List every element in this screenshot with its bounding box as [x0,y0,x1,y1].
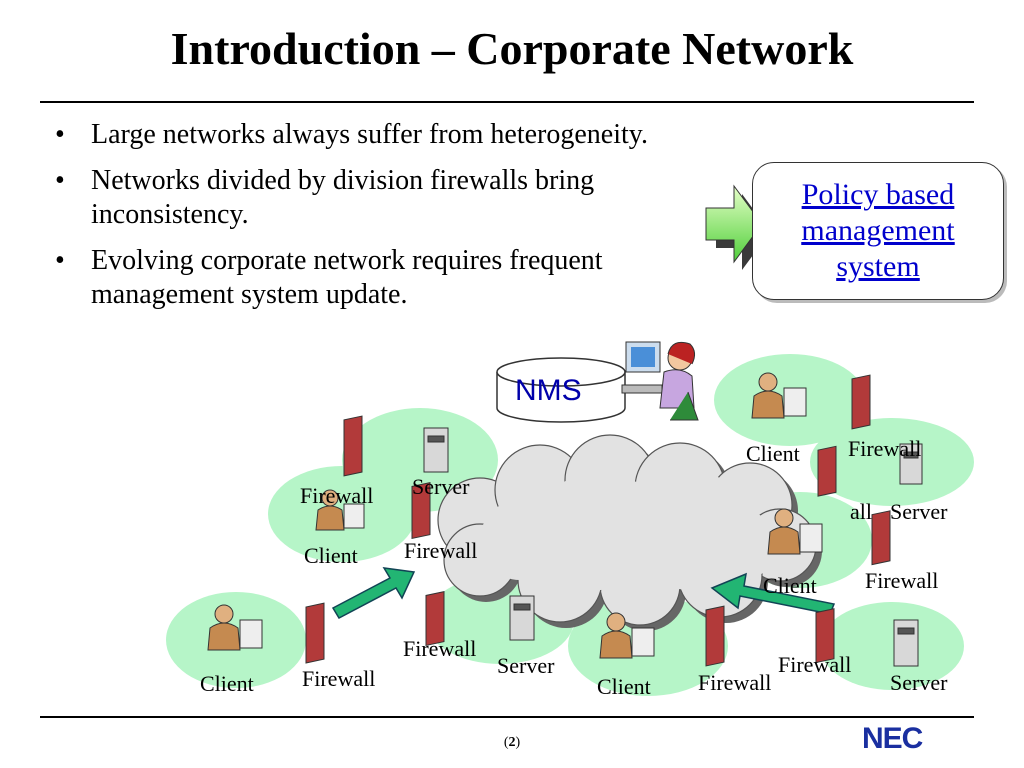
client-icon [767,508,823,555]
firewall-label: Firewall [778,652,852,677]
firewall-icon [817,445,837,497]
bullet-item: Networks divided by division firewalls b… [55,164,725,232]
bullet-list: Large networks always suffer from hetero… [55,118,725,324]
server-label: Server [890,670,948,695]
client-icon [751,372,807,419]
policy-management-link[interactable]: Policy based management system [763,177,993,285]
policy-line: management [801,214,955,247]
lan-to-cloud-arrow-icon [331,567,416,619]
server-icon [893,619,919,667]
server-icon [509,595,535,641]
server-label: Server [890,499,948,524]
server-label: Server [412,474,470,499]
policy-line: Policy based [801,178,955,211]
firewall-label: Firewall [865,568,939,593]
page-number-value: 2 [508,735,516,750]
title-divider [40,101,974,103]
firewall-icon [305,602,325,664]
lan-bubble [810,418,974,506]
firewall-label: Firewall [300,483,374,508]
policy-management-box[interactable]: Policy based management system [752,162,1004,300]
firewall-icon [411,481,431,540]
firewall-icon [343,415,363,477]
firewall-label: Firewall [403,636,477,661]
client-label: Client [597,674,651,699]
firewall-icon [871,510,891,566]
firewall-icon [851,374,871,430]
server-icons [423,427,923,667]
nms-database-icon [496,357,626,423]
operator-icon [621,341,699,421]
nec-logo: NEC [862,722,923,755]
policy-line: system [836,250,920,283]
server-label: Server [497,653,555,678]
slide-title: Introduction – Corporate Network [170,23,854,74]
client-icon [599,612,655,659]
lan-bubble [820,602,964,690]
bullet-item: Evolving corporate network requires freq… [55,244,725,312]
cloud-to-lan-arrow-icon [710,572,836,615]
firewall-icon [425,591,445,647]
page-number: (2) [0,735,1024,751]
client-label: Client [763,573,817,598]
nms-label: NMS [515,374,582,407]
client-icon [207,604,263,651]
client-label: Client [200,671,254,696]
page-paren: ) [515,735,521,750]
server-icon [899,443,923,485]
partial-firewall-label: all [850,499,872,524]
policy-arrow-icon [705,184,770,270]
firewall-icon [815,608,835,664]
client-label: Client [746,441,800,466]
firewall-label: Firewall [698,670,772,695]
server-icon [423,427,449,473]
firewall-label: Firewall [302,666,376,691]
firewall-icons [305,374,891,667]
client-label: Client [304,543,358,568]
firewall-label: Firewall [404,538,478,563]
page-paren: ( [503,735,509,750]
footer-divider [40,716,974,718]
client-icon [315,489,365,531]
firewall-icon [705,605,725,667]
bullet-item: Large networks always suffer from hetero… [55,118,725,152]
firewall-label: Firewall [848,436,922,461]
client-icons [207,372,823,659]
